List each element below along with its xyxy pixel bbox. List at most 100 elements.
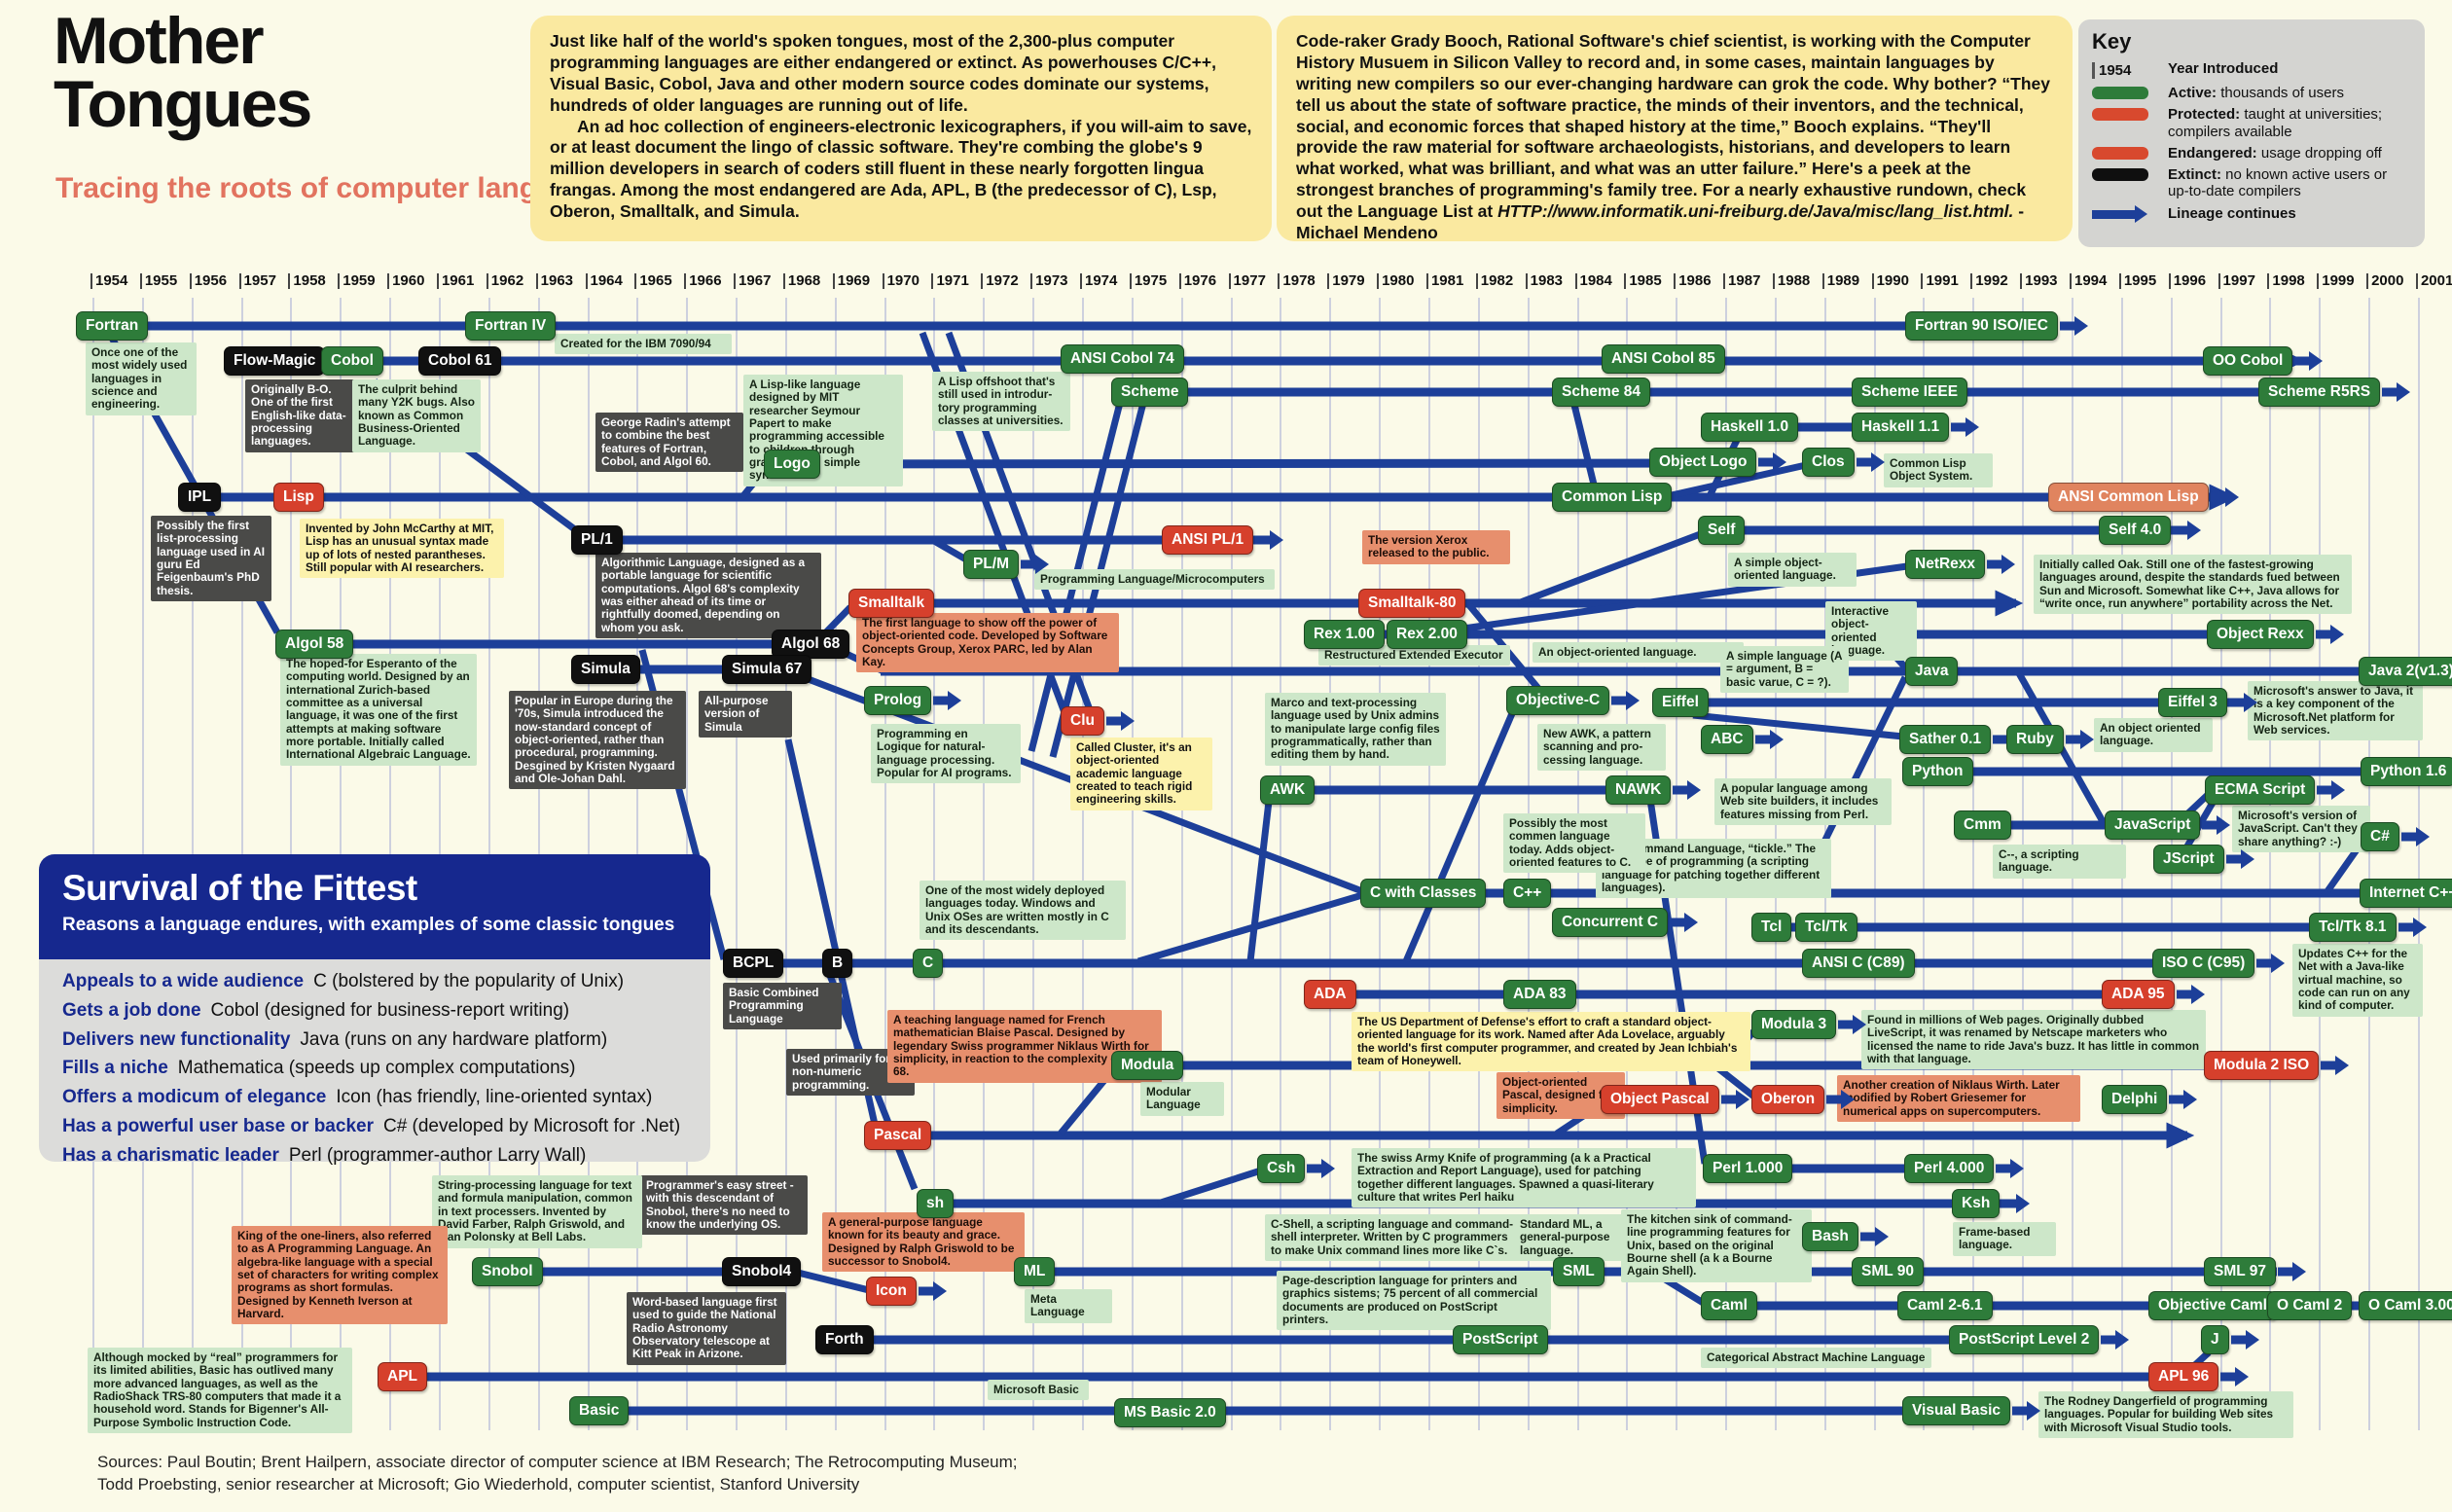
node-eiffel-3: Eiffel 3: [2158, 688, 2227, 717]
node-object-logo: Object Logo: [1649, 448, 1757, 477]
survival-reason: Offers a modicum of elegance: [62, 1087, 327, 1108]
node-tcl-tk: Tcl/Tk: [1795, 913, 1857, 942]
key-item-label: Active: thousands of users: [2168, 85, 2344, 101]
gridline-1981: [1427, 298, 1430, 1430]
node-haskell-1-1: Haskell 1.1: [1852, 413, 1950, 442]
lineage-line: [1156, 1167, 1263, 1207]
black-bar-icon: [2092, 166, 2168, 181]
annotation: New AWK, a pattern scanning and pro-cess…: [1537, 724, 1666, 771]
node-tcl-tk-8-1: Tcl/Tk 8.1: [2309, 913, 2397, 942]
annotation: Page-description language for printers a…: [1277, 1271, 1551, 1331]
node-c-: C++: [1503, 879, 1552, 908]
lineage-line: [1569, 396, 1600, 493]
year-label-1961: 1961: [436, 273, 474, 289]
year-label-1970: 1970: [882, 273, 920, 289]
node-object-rexx: Object Rexx: [2207, 620, 2314, 649]
annotation: Tool Command Language, “tickle.” The duc…: [1596, 839, 1831, 899]
node-c: C: [913, 949, 944, 978]
survival-reason: Has a powerful user base or backer: [62, 1115, 374, 1136]
annotation: Popular in Europe during the '70s, Simul…: [509, 691, 686, 790]
survival-example: C# (developed by Microsoft for .Net): [382, 1115, 681, 1136]
node-ipl: IPL: [178, 483, 222, 512]
year-label-1998: 1998: [2267, 273, 2305, 289]
node-ms-basic-2-0: MS Basic 2.0: [1114, 1398, 1226, 1427]
node-scheme-ieee: Scheme IEEE: [1852, 378, 1968, 407]
annotation: A simple language (A = argument, B = bas…: [1720, 646, 1849, 693]
year-label-1973: 1973: [1030, 273, 1068, 289]
annotation: Initially called Oak. Still one of the f…: [2034, 555, 2352, 615]
page-title-line2: Tongues: [54, 66, 312, 141]
annotation: One of the most widely deployed language…: [920, 881, 1126, 941]
node-iso-c-c95-: ISO C (C95): [2152, 949, 2255, 978]
year-label-1955: 1955: [139, 273, 177, 289]
node-oberon: Oberon: [1751, 1085, 1825, 1114]
lineage-line: [1137, 891, 1363, 965]
key-item-lineage-continues: Lineage continues: [2092, 205, 2411, 222]
node-apl: APL: [378, 1362, 427, 1391]
annotation: Once one of the most widely used languag…: [86, 342, 197, 415]
key-item-protected-: Protected: taught at universities; compi…: [2092, 106, 2411, 140]
node-oo-cobol: OO Cobol: [2203, 346, 2293, 376]
node-bcpl: BCPL: [723, 949, 784, 978]
node-lisp: Lisp: [273, 483, 324, 512]
node-python: Python: [1902, 757, 1973, 786]
year-label-1988: 1988: [1772, 273, 1810, 289]
node-fortran-90-iso-iec: Fortran 90 ISO/IEC: [1905, 311, 2058, 341]
year-label-1976: 1976: [1178, 273, 1216, 289]
node-prolog: Prolog: [864, 686, 932, 715]
year-label-1997: 1997: [2218, 273, 2255, 289]
annotation: A popular language among Web site builde…: [1714, 778, 1892, 825]
node-sml: SML: [1553, 1257, 1605, 1286]
survival-row-0: Appeals to a wide audience C (bolstered b…: [62, 971, 687, 993]
annotation: Standard ML, a general-purpose language.: [1514, 1214, 1627, 1261]
annotation: Originally B-O. One of the first English…: [245, 379, 356, 452]
annotation: The culprit behind many Y2K bugs. Also k…: [352, 379, 481, 452]
annotation: Another creation of Niklaus Wirth. Later…: [1837, 1075, 2080, 1122]
node-o-caml-3-00: O Caml 3.00: [2359, 1291, 2452, 1320]
node-python-1-6: Python 1.6: [2361, 757, 2452, 786]
annotation: Updates C++ for the Net with a Java-like…: [2292, 944, 2423, 1017]
gridline-1976: [1180, 298, 1183, 1430]
year-label-1972: 1972: [981, 273, 1019, 289]
annotation: The Rodney Dangerfield of programming la…: [2038, 1391, 2293, 1438]
survival-reason: Appeals to a wide audience: [62, 971, 305, 991]
year-label-1954: 1954: [90, 273, 127, 289]
node-algol-58: Algol 58: [275, 630, 354, 659]
annotation: Found in millions of Web pages. Original…: [1861, 1010, 2206, 1070]
gridline-1977: [1230, 298, 1233, 1430]
year-label-1989: 1989: [1821, 273, 1859, 289]
year-label-1984: 1984: [1574, 273, 1612, 289]
annotation: A general-purpose language known for its…: [822, 1212, 1025, 1273]
survival-example: Java (runs on any hardware platform): [300, 1028, 608, 1050]
node-objective-c: Objective-C: [1506, 686, 1610, 715]
language-list-url[interactable]: HTTP://www.informatik.uni-freiburg.de/Ja…: [1497, 201, 2014, 221]
node-cobol-61: Cobol 61: [418, 346, 502, 376]
node-ecma-script: ECMA Script: [2205, 775, 2316, 805]
node-visual-basic: Visual Basic: [1902, 1396, 2011, 1425]
gridline-1970: [883, 298, 886, 1430]
gridline-1979: [1329, 298, 1332, 1430]
node-rex-2-00: Rex 2.00: [1387, 620, 1467, 649]
survival-example: C (bolstered by the popularity of Unix): [313, 971, 625, 991]
sources-line2: Todd Proebsting, senior researcher at Mi…: [97, 1474, 860, 1494]
node-perl-1-000: Perl 1.000: [1703, 1154, 1793, 1183]
year-label-1987: 1987: [1723, 273, 1760, 289]
gridline-1991: [1923, 298, 1926, 1430]
lineage-line: [1246, 792, 1274, 962]
annotation: Basic Combined Programming Language: [723, 983, 842, 1029]
annotation: Invented by John McCarthy at MIT, Lisp h…: [300, 519, 504, 579]
node-java-2-v1-3-: Java 2(v1.3): [2359, 657, 2452, 686]
annotation: Frame-based language.: [1953, 1222, 2056, 1256]
node-java: Java: [1905, 657, 1959, 686]
key-title: Key: [2092, 29, 2132, 54]
annotation: A Lisp offshoot that's still used in int…: [932, 372, 1070, 432]
node-pl-m: PL/M: [963, 550, 1020, 579]
year-label-1981: 1981: [1425, 273, 1463, 289]
node-scheme-r5rs: Scheme R5RS: [2258, 378, 2381, 407]
year-label-1975: 1975: [1129, 273, 1167, 289]
annotation: An object-oriented language.: [1532, 642, 1744, 664]
